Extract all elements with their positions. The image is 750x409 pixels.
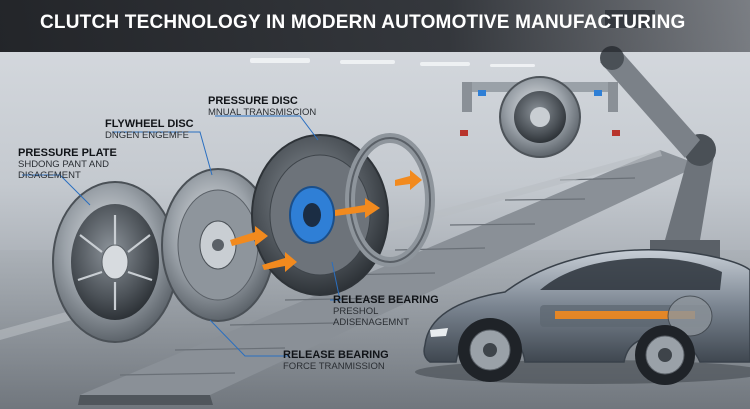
sports-car-illustration bbox=[415, 249, 750, 385]
callout-pressure-plate: PRESSURE PLATE SHDONG PANT AND DISAGEMEN… bbox=[18, 147, 117, 181]
callout-title: FLYWHEEL DISC bbox=[105, 118, 194, 130]
callout-title: PRESSURE DISC bbox=[208, 95, 298, 107]
callout-subtitle-line2: ADISENAGEMNT bbox=[333, 317, 410, 328]
clutch-assembly-illustration bbox=[52, 133, 435, 343]
callout-release-bearing-upper: RELEASE BEARING PRESHOL ADISENAGEMNT bbox=[333, 294, 439, 328]
ceiling-lights bbox=[250, 58, 535, 67]
callout-title: RELEASE BEARING bbox=[283, 349, 389, 361]
title-banner: CLUTCH TECHNOLOGY IN MODERN AUTOMOTIVE M… bbox=[0, 0, 750, 52]
callout-title: RELEASE BEARING bbox=[333, 294, 439, 306]
callout-title: PRESSURE PLATE bbox=[18, 147, 117, 159]
callout-flywheel-disc: FLYWHEEL DISC DNGEN ENGEMFE bbox=[105, 118, 194, 141]
callout-subtitle-line1: SHDONG PANT AND bbox=[18, 159, 109, 170]
callout-pressure-disc: PRESSURE DISC MNUAL TRANSMISCION bbox=[208, 95, 316, 118]
callout-subtitle: DNGEN ENGEMFE bbox=[105, 130, 189, 141]
callout-subtitle-line2: DISAGEMENT bbox=[18, 170, 81, 181]
page-title: CLUTCH TECHNOLOGY IN MODERN AUTOMOTIVE M… bbox=[40, 12, 686, 33]
callout-subtitle: MNUAL TRANSMISCION bbox=[208, 107, 317, 118]
callout-release-bearing-lower: RELEASE BEARING FORCE TRANMISSION bbox=[283, 349, 389, 372]
callout-leader-lines bbox=[22, 115, 341, 357]
drivetrain-xray bbox=[540, 295, 713, 337]
callout-subtitle: FORCE TRANMISSION bbox=[283, 361, 385, 372]
callout-subtitle-line1: PRESHOL bbox=[333, 306, 379, 317]
